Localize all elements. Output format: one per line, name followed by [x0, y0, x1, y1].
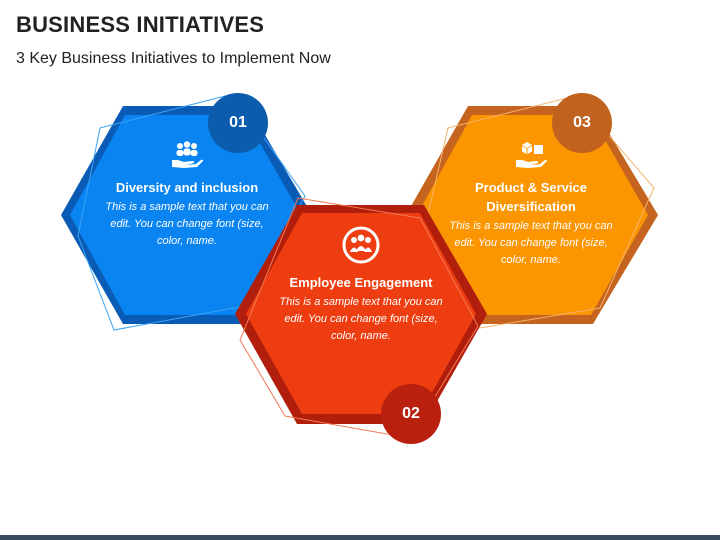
initiative-03: Product & Service Diversification This i… — [441, 140, 621, 269]
people-in-hand-icon — [172, 141, 203, 168]
initiative-03-heading: Product & Service Diversification — [475, 180, 587, 214]
badge-03: 03 — [552, 93, 612, 153]
page-subtitle: 3 Key Business Initiatives to Implement … — [16, 50, 331, 67]
hexagon-02 — [246, 213, 476, 414]
initiative-02: Employee Engagement This is a sample tex… — [271, 225, 451, 345]
hexagon-01 — [70, 115, 301, 315]
initiative-03-body: This is a sample text that you can edit.… — [449, 220, 613, 266]
footer-bar — [0, 535, 720, 540]
initiative-01-body: This is a sample text that you can edit.… — [105, 201, 269, 247]
initiative-02-body: This is a sample text that you can edit.… — [279, 296, 443, 342]
hexagon-03 — [417, 115, 648, 315]
badge-02: 02 — [381, 384, 441, 444]
initiative-01: Diversity and inclusion This is a sample… — [97, 140, 277, 250]
team-circle-icon — [342, 226, 380, 264]
badge-01: 01 — [208, 93, 268, 153]
initiative-01-heading: Diversity and inclusion — [115, 180, 259, 195]
initiative-02-heading: Employee Engagement — [289, 275, 433, 290]
boxes-in-hand-icon — [516, 142, 547, 168]
page-title: BUSINESS INITIATIVES — [16, 12, 265, 37]
